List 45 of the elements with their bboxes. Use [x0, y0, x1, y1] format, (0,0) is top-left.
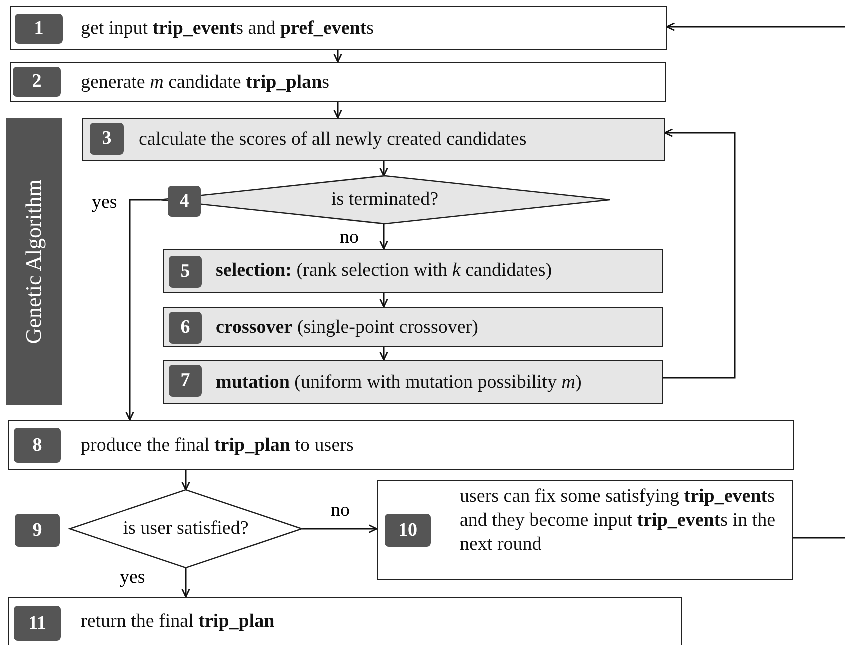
step-text: return the final trip_plan	[81, 610, 275, 634]
arrow	[302, 524, 378, 534]
section-band	[6, 118, 62, 405]
process-box	[10, 6, 667, 50]
arrow	[334, 50, 342, 63]
step-text: generate m candidate trip_plans	[81, 71, 330, 95]
process-box	[8, 597, 682, 645]
arrow	[380, 161, 388, 177]
process-box	[163, 307, 663, 347]
step-number: 4	[168, 186, 201, 217]
process-box	[82, 118, 665, 161]
step-text: produce the final trip_plan to users	[81, 434, 354, 458]
step-text: selection: (rank selection with k candidates)	[216, 259, 552, 283]
arrow	[182, 568, 190, 598]
arrow	[182, 470, 190, 491]
section-label: Genetic Algorithm	[21, 179, 47, 344]
step-number: 7	[169, 365, 202, 397]
arrow	[666, 22, 845, 32]
process-box	[8, 420, 794, 470]
step-number: 8	[14, 428, 61, 463]
step-number: 3	[90, 123, 124, 155]
step-text: mutation (uniform with mutation possibility m)	[216, 371, 582, 395]
arrow	[380, 224, 388, 250]
step-number: 2	[13, 67, 61, 97]
step-number: 11	[14, 606, 61, 641]
step-text: users can fix some satisfying trip_events and they become input trip_events in the next round	[460, 485, 777, 556]
process-box	[163, 249, 663, 293]
step-number: 10	[385, 514, 431, 547]
step-text: get input trip_events and pref_events	[81, 17, 374, 41]
process-box	[163, 360, 663, 404]
step-number: 1	[15, 14, 63, 44]
step-text: crossover (single-point crossover)	[216, 316, 478, 340]
arrow	[126, 199, 160, 421]
process-box	[377, 480, 793, 580]
process-box	[10, 62, 666, 102]
step-text: calculate the scores of all newly created candidates	[139, 128, 527, 152]
step-number: 9	[15, 514, 60, 547]
step-number: 5	[169, 256, 202, 288]
arrow	[334, 102, 342, 119]
arrow	[380, 347, 388, 361]
arrow	[663, 128, 736, 379]
decision-question: is terminated?	[331, 188, 439, 212]
decision-question: is user satisfied?	[123, 517, 249, 541]
arrow	[380, 293, 388, 308]
step-number: 6	[169, 312, 202, 344]
